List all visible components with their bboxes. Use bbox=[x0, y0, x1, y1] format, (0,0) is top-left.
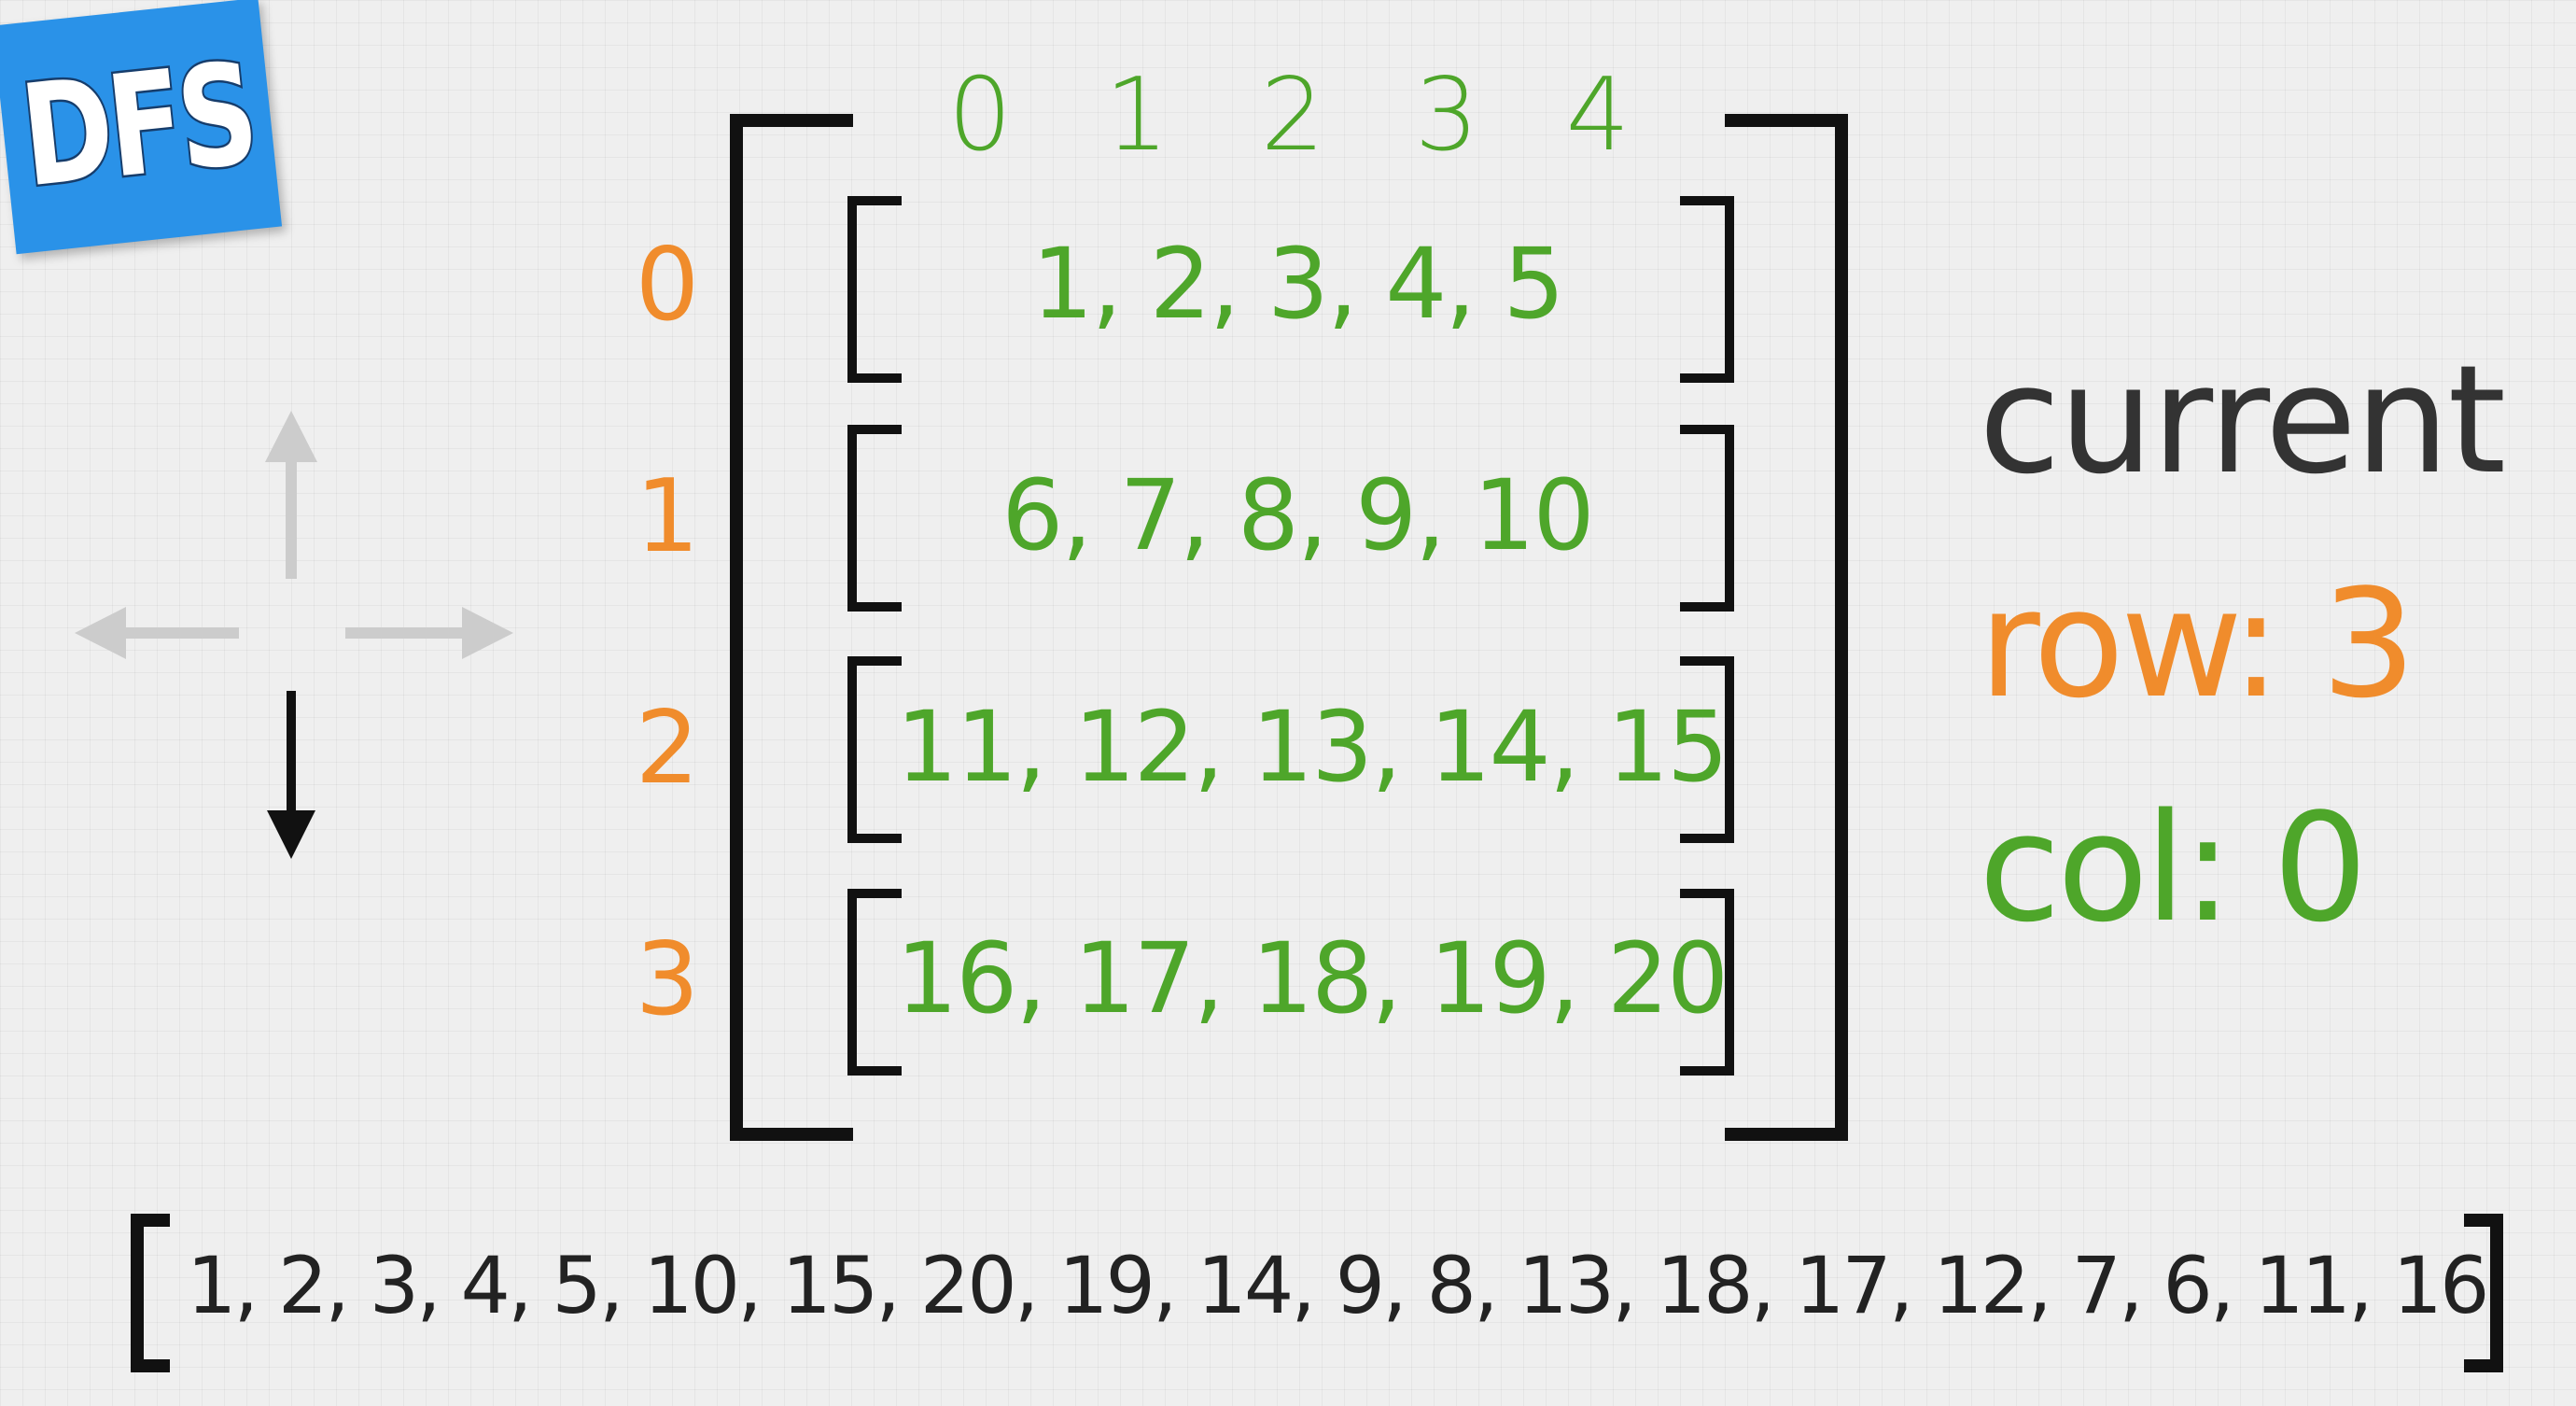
col-index-4: 4 bbox=[1565, 57, 1631, 174]
traversal-result: 1, 2, 3, 4, 5, 10, 15, 20, 19, 14, 9, 8,… bbox=[187, 1240, 2489, 1331]
matrix-row-0: 1, 2, 3, 4, 5 bbox=[1031, 227, 1564, 341]
row-3-right-bracket bbox=[1680, 889, 1734, 1076]
current-col-label: col: 0 bbox=[1979, 780, 2368, 955]
matrix-row-1: 6, 7, 8, 9, 10 bbox=[1001, 458, 1594, 572]
row-index-2: 2 bbox=[635, 690, 700, 807]
matrix-row-3: 16, 17, 18, 19, 20 bbox=[896, 921, 1729, 1035]
col-index-0: 0 bbox=[947, 57, 1013, 174]
row-0-left-bracket bbox=[847, 196, 902, 383]
dfs-badge: DFS bbox=[0, 0, 283, 255]
dfs-badge-label: DFS bbox=[12, 31, 263, 220]
result-right-bracket bbox=[2464, 1214, 2503, 1372]
arrow-up-icon bbox=[265, 411, 317, 579]
row-2-left-bracket bbox=[847, 656, 902, 843]
current-row-label: row: 3 bbox=[1979, 556, 2416, 731]
row-1-right-bracket bbox=[1680, 425, 1734, 612]
row-0-right-bracket bbox=[1680, 196, 1734, 383]
direction-arrows bbox=[75, 411, 513, 859]
result-left-bracket bbox=[131, 1214, 170, 1372]
arrow-right-icon bbox=[345, 607, 513, 659]
col-index-2: 2 bbox=[1260, 57, 1325, 174]
row-index-1: 1 bbox=[635, 458, 700, 575]
matrix-row-2: 11, 12, 13, 14, 15 bbox=[896, 690, 1729, 804]
row-3-left-bracket bbox=[847, 889, 902, 1076]
arrow-down-icon bbox=[267, 691, 315, 859]
row-index-0: 0 bbox=[635, 227, 700, 344]
outer-right-bracket bbox=[1725, 114, 1848, 1141]
col-index-3: 3 bbox=[1414, 57, 1479, 174]
col-index-1: 1 bbox=[1104, 57, 1169, 174]
current-title: current bbox=[1979, 332, 2506, 507]
arrow-left-icon bbox=[75, 607, 239, 659]
outer-left-bracket bbox=[730, 114, 853, 1141]
row-1-left-bracket bbox=[847, 425, 902, 612]
row-2-right-bracket bbox=[1680, 656, 1734, 843]
row-index-3: 3 bbox=[635, 921, 700, 1038]
